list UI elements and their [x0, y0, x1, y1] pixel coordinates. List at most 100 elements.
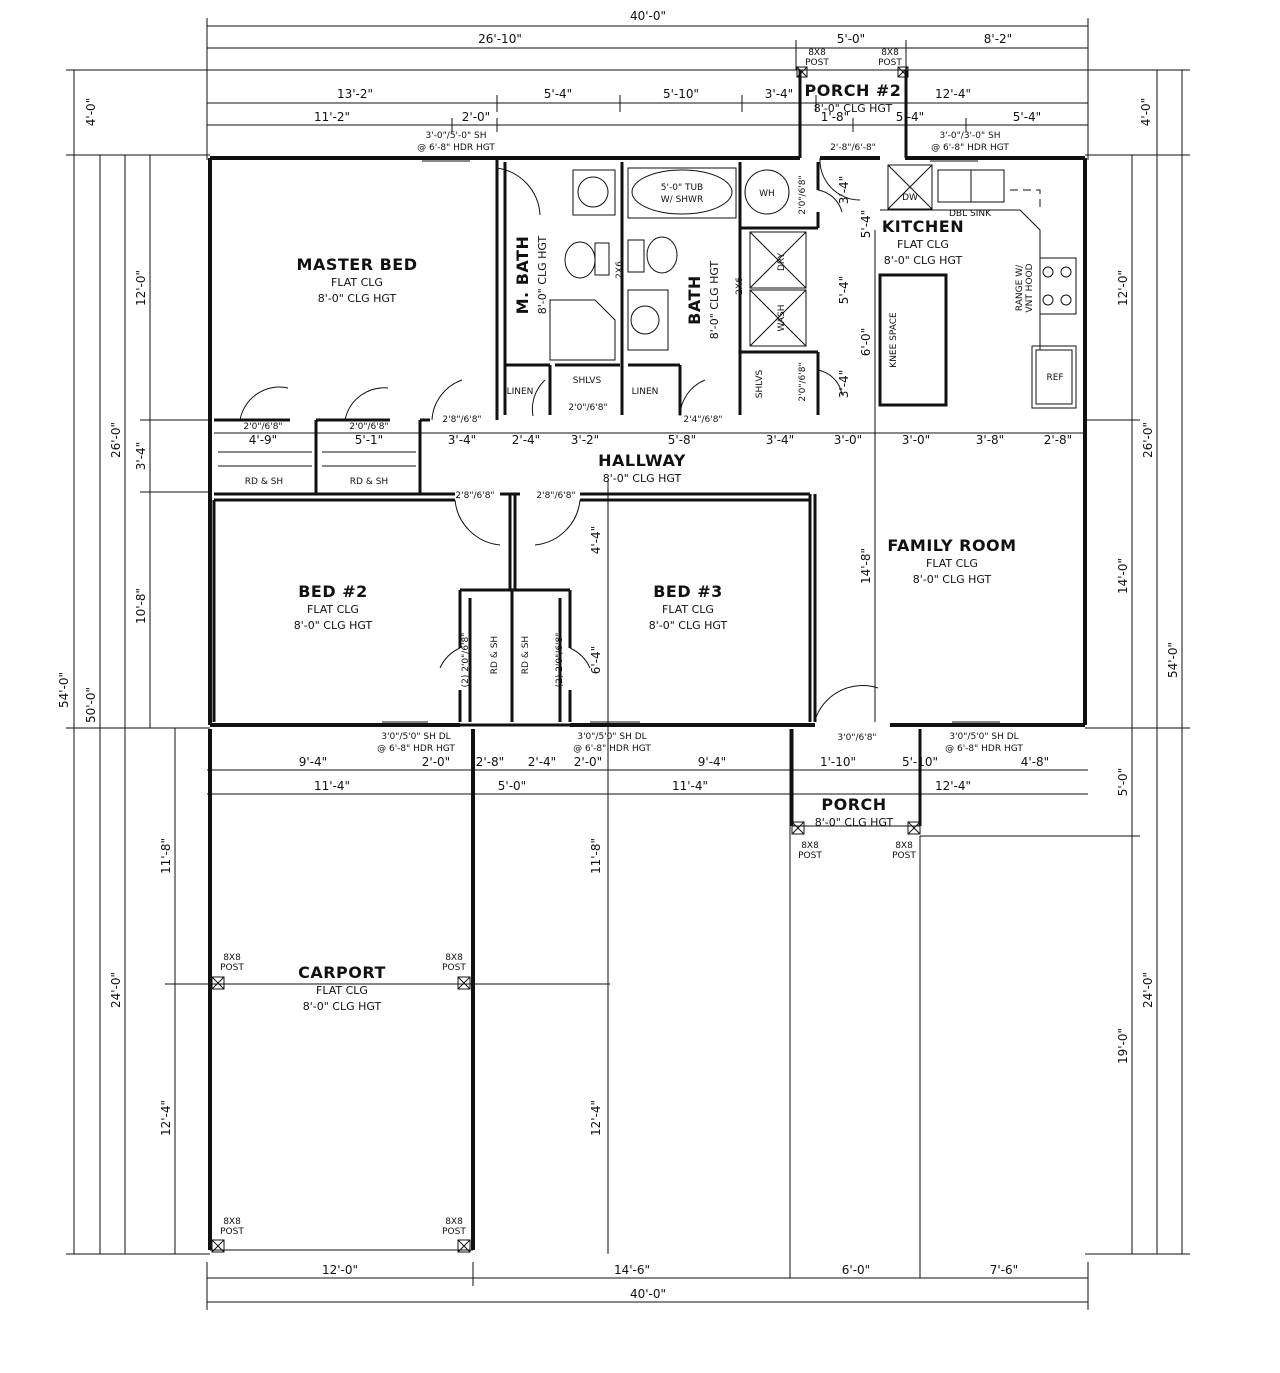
post-label: 8X8 [223, 1217, 241, 1227]
dbl-sink-label: DBL SINK [949, 209, 992, 219]
knee-space-label: KNEE SPACE [889, 312, 899, 368]
door-label: 2'4"/6'8" [683, 415, 722, 425]
interior-walls [212, 158, 948, 722]
rd-sh-label: RD & SH [490, 636, 500, 674]
dim-r2-c: 1'-8" [821, 110, 849, 124]
kitchen-height: 8'-0" CLG HGT [884, 254, 963, 267]
dim-b2-b: 5'-0" [498, 779, 526, 793]
dim-bot-a: 12'-0" [322, 1263, 358, 1277]
bath-title: BATH [685, 275, 704, 325]
dim-r1-e: 12'-4" [935, 87, 971, 101]
dim-r2-e: 5'-4" [1013, 110, 1041, 124]
dim-right-24: 24'-0" [1141, 972, 1155, 1008]
dim-left-24: 24'-0" [109, 972, 123, 1008]
dim-bot-b: 14'-6" [614, 1263, 650, 1277]
dim-bot-total: 40'-0" [630, 1287, 666, 1301]
door-top-label: 2'-8"/6'-8" [830, 143, 876, 153]
dim-b1-h: 5'-10" [902, 755, 938, 769]
linen-label: LINEN [632, 387, 659, 397]
dim-left-108: 10'-8" [134, 588, 148, 624]
toilet-icon [564, 241, 596, 279]
dim-left-118: 11'-8" [159, 838, 173, 874]
dim-r1-d: 3'-4" [765, 87, 793, 101]
dim-h-a: 4'-9" [249, 433, 277, 447]
sink-icon [630, 305, 660, 335]
ref-label: REF [1046, 373, 1063, 383]
left-dimensions: 4'-0" 54'-0" 50'-0" 26'-0" 12'-0" 3'-4" … [57, 69, 800, 1255]
post-label: 8X8 [223, 953, 241, 963]
dim-left-50: 50'-0" [84, 687, 98, 723]
dim-b1-f: 9'-4" [698, 755, 726, 769]
dim-h-d: 2'-4" [512, 433, 540, 447]
dim-laun-34b: 3'-4" [837, 370, 851, 398]
dim-laun-34a: 3'-4" [837, 176, 851, 204]
m-bath-height: 8'-0" CLG HGT [536, 235, 549, 314]
post-icon [211, 976, 225, 990]
hallway-height: 8'-0" CLG HGT [603, 472, 682, 485]
bath-height: 8'-0" CLG HGT [708, 260, 721, 339]
dim-cp-124: 12'-4" [589, 1100, 603, 1136]
dim-h-e: 3'-2" [571, 433, 599, 447]
dim-bot-c: 6'-0" [842, 1263, 870, 1277]
dim-right-14: 14'-0" [1116, 558, 1130, 594]
shlvs-label: SHLVS [573, 376, 602, 386]
carport-structure: 8X8 POST 8X8 POST 8X8 POST 8X8 POST 8X8 … [168, 480, 922, 1278]
post-label: POST [805, 58, 829, 68]
door-label: 2'8"/6'8" [455, 491, 494, 501]
post-label: 8X8 [881, 48, 899, 58]
dim-h-i: 3'-0" [902, 433, 930, 447]
post-label: 8X8 [895, 841, 913, 851]
dim-b2-c: 11'-4" [672, 779, 708, 793]
dim-h-b: 5'-1" [355, 433, 383, 447]
wh-label: WH [759, 189, 775, 199]
post-label: POST [220, 963, 244, 973]
dim-b1-e: 2'-0" [574, 755, 602, 769]
door-label: 2'0"/6'8" [349, 422, 388, 432]
fixtures [549, 164, 1077, 409]
dim-right-4: 4'-0" [1139, 98, 1153, 126]
bed3-title: BED #3 [653, 582, 723, 601]
dim-b1-b: 2'-0" [422, 755, 450, 769]
dim-left-4: 4'-0" [84, 98, 98, 126]
dim-r1-b: 5'-4" [544, 87, 572, 101]
dw-label: DW [902, 193, 918, 203]
tub-label-2: W/ SHWR [661, 195, 703, 205]
refrigerator-icon [1031, 345, 1077, 409]
post-icon [907, 821, 921, 835]
dim-left-26: 26'-0" [109, 422, 123, 458]
dim-h-f: 5'-8" [668, 433, 696, 447]
post-label: POST [798, 851, 822, 861]
win-top2-label: 3'-0"/3'-0" SH [939, 131, 1000, 141]
dim-right-12: 12'-0" [1116, 270, 1130, 306]
dim-b2-d: 12'-4" [935, 779, 971, 793]
post-label: POST [892, 851, 916, 861]
porch-title: PORCH [821, 795, 886, 814]
tub-icon [631, 169, 733, 215]
dim-r2-b: 2'-0" [462, 110, 490, 124]
door-label: 2'8"/6'8" [442, 415, 481, 425]
bottom-house-dimensions: 3'0"/5'0" SH DL @ 6'-8" HDR HGT 3'0"/5'0… [207, 732, 1088, 1136]
kitchen-ceiling: FLAT CLG [897, 238, 949, 251]
family-room-height: 8'-0" CLG HGT [913, 573, 992, 586]
fixture-labels: 5'-0" TUB W/ SHWR WH DRY WASH DW DBL SIN… [245, 183, 1064, 674]
dim-left-124: 12'-4" [159, 1100, 173, 1136]
door-label: 2'8"/6'8" [536, 491, 575, 501]
bed2-ceiling: FLAT CLG [307, 603, 359, 616]
porch2: 8X8 POST 8X8 POST PORCH #2 8'-0" CLG HGT [796, 48, 909, 158]
dim-b1-i: 4'-8" [1021, 755, 1049, 769]
dim-h-g: 3'-4" [766, 433, 794, 447]
dim-r2-d: 5'-4" [896, 110, 924, 124]
kitchen-title: KITCHEN [882, 217, 964, 236]
carport-title: CARPORT [298, 963, 386, 982]
post-label: 8X8 [445, 953, 463, 963]
post-label: 8X8 [801, 841, 819, 851]
hallway-title: HALLWAY [598, 451, 686, 470]
shlvs-label: SHLVS [755, 370, 765, 399]
wall-2x6-label: 2X6 [615, 261, 625, 279]
dim-h-h: 3'-0" [834, 433, 862, 447]
post-label: POST [442, 1227, 466, 1237]
dim-top-c: 8'-2" [984, 32, 1012, 46]
win-top1-hdr: @ 6'-8" HDR HGT [417, 143, 495, 153]
win-b2-hdr: @ 6'-8" HDR HGT [573, 744, 651, 754]
dim-laun-60: 6'-0" [859, 328, 873, 356]
